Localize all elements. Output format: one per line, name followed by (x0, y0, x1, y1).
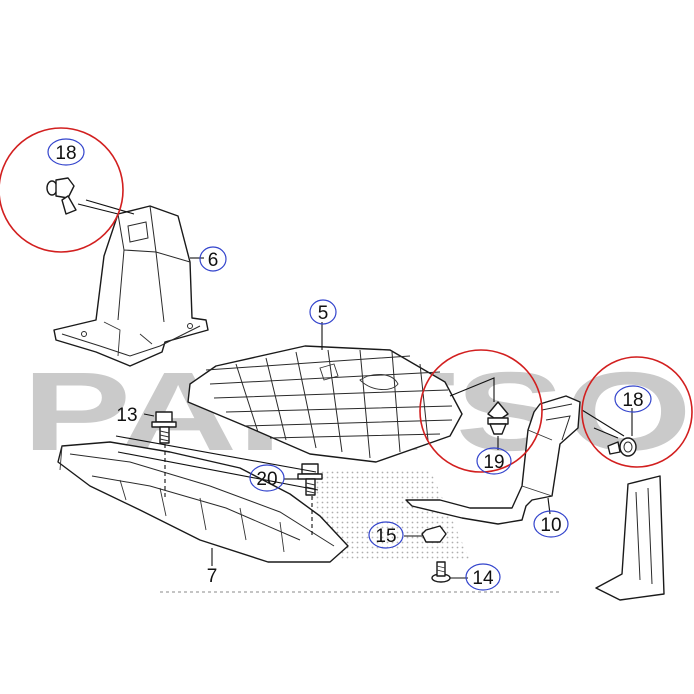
highlight-circle-clip-18-left (0, 127, 124, 253)
callout-rings (47, 138, 652, 591)
callout-5: 5 (318, 303, 329, 324)
nut-15 (421, 525, 447, 543)
highlight-circle-clip-19 (419, 349, 543, 473)
leader-lines (77, 199, 633, 579)
clip-18-left (46, 177, 77, 215)
callout-19: 19 (483, 452, 504, 473)
callout-10: 10 (540, 515, 561, 536)
callout-15: 15 (375, 526, 396, 547)
callout-18-left: 18 (55, 143, 76, 164)
callout-18-right: 18 (622, 390, 643, 411)
body-edge-fragment (595, 475, 665, 601)
callout-20: 20 (256, 469, 277, 490)
callout-14: 14 (472, 568, 494, 589)
part-5-under-cover (187, 345, 463, 463)
callout-13: 13 (116, 405, 137, 426)
part-6-splash-shield (53, 205, 209, 367)
callout-7: 7 (207, 566, 218, 587)
clip-19 (487, 401, 509, 435)
callout-6: 6 (208, 250, 219, 271)
highlight-circle-clip-18-right (581, 356, 693, 468)
part-10-bracket (405, 395, 581, 525)
part-7-lower-cover (57, 441, 349, 563)
clip-18-right (607, 437, 637, 457)
bolt-13 (151, 411, 177, 444)
screw-14 (431, 561, 451, 583)
